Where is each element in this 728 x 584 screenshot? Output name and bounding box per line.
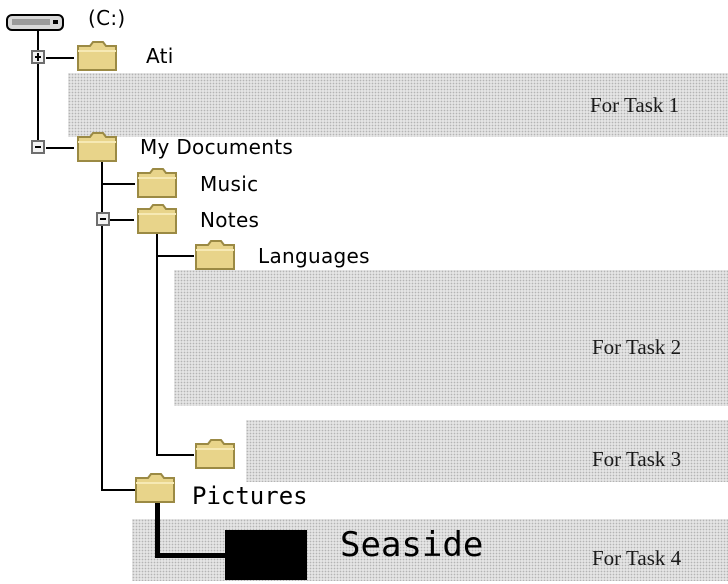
tree-line-ati [46,57,74,59]
tree-line-notes-children [156,232,158,456]
task-3-label: For Task 3 [592,447,682,471]
folder-icon-languages[interactable] [194,239,236,271]
tree-line-notes [110,219,134,221]
tree-line-mydocs-children [101,160,103,490]
tree-item-my-documents[interactable]: My Documents [140,135,294,159]
task-area-1 [68,73,728,137]
tree-item-music[interactable]: Music [200,172,259,196]
folder-icon-pictures[interactable] [134,472,176,504]
drive-label[interactable]: (C:) [88,6,126,30]
collapse-mydocs-button[interactable] [31,140,45,154]
tree-line-languages [156,255,194,257]
collapse-notes-button[interactable] [96,212,110,226]
tree-line-root [37,28,39,146]
tree-item-pictures[interactable]: Pictures [192,482,308,510]
task-area-2 [174,270,728,406]
task-4-label: For Task 4 [592,546,682,570]
task-1-label: For Task 1 [590,93,680,117]
folder-icon-music[interactable] [136,167,178,199]
tree-item-ati[interactable]: Ati [146,44,174,68]
task-2-label: For Task 2 [592,335,682,359]
folder-icon-ati[interactable] [76,40,118,72]
tree-line-mydocs [46,147,74,149]
expand-ati-button[interactable] [31,50,45,64]
folder-icon-unnamed[interactable] [194,438,236,470]
seaside-placeholder-icon[interactable] [225,530,307,580]
folder-icon-my-documents[interactable] [76,131,118,163]
tree-line-pictures-children [155,500,160,557]
tree-line-pictures [101,489,135,491]
tree-line-seaside [155,553,227,558]
folder-icon-notes[interactable] [136,203,178,235]
tree-item-languages[interactable]: Languages [258,244,370,268]
tree-item-seaside[interactable]: Seaside [340,525,484,565]
drive-icon[interactable] [6,12,66,34]
tree-item-notes[interactable]: Notes [200,208,260,232]
tree-line-task3-folder [156,454,194,456]
tree-line-music [101,183,135,185]
task-area-3 [246,420,728,482]
